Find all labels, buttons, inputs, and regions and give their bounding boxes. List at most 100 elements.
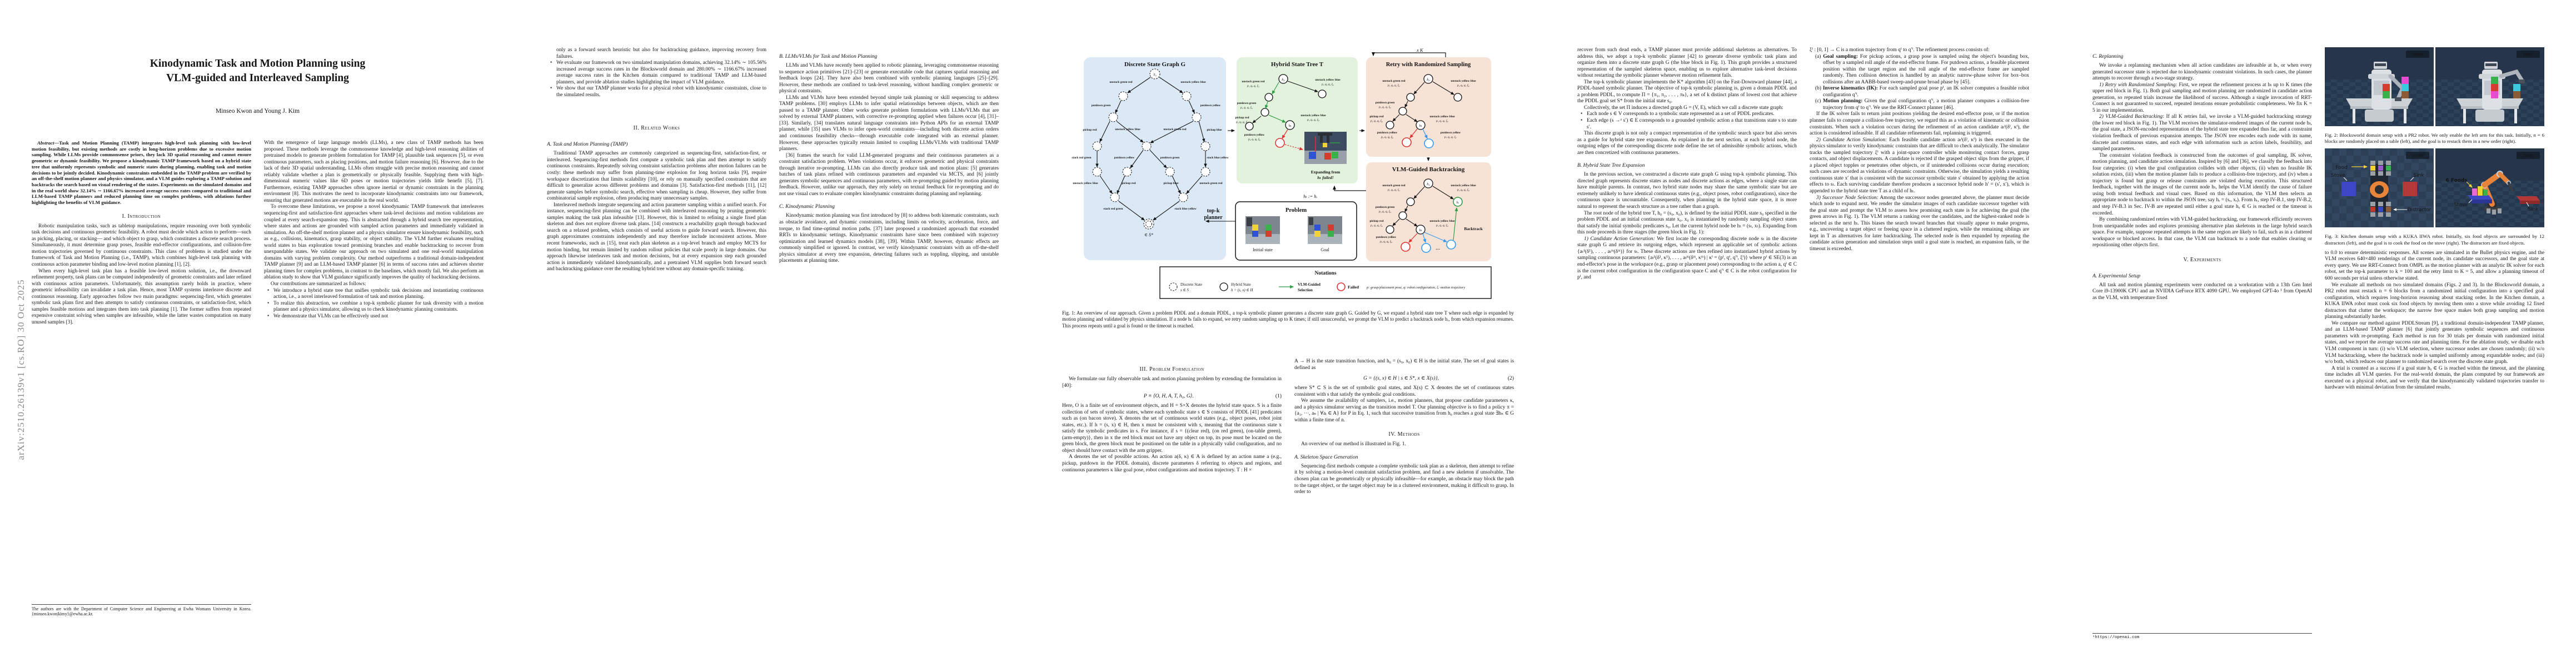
paragraph: 3) Successor Node Selection: Among the s… xyxy=(1810,195,2029,253)
stove-label: Stove xyxy=(2331,173,2345,178)
paragraph: This discrete graph is not only a compac… xyxy=(1577,131,1797,156)
section-heading: II. Related Works xyxy=(633,125,680,132)
svg-text:hₜ: hₜ xyxy=(1289,124,1292,128)
alpha-label: (b) xyxy=(1815,86,1821,92)
paragraph: Robotic manipulation tasks, such as tabl… xyxy=(32,223,251,268)
bullet-marker: • xyxy=(550,60,552,66)
paragraph-text: The constraint violation feedback is con… xyxy=(2092,152,2312,216)
bullet-text: Each node s ∈ V corresponds to a symboli… xyxy=(1587,111,1775,117)
blocksworld-final-image: final xyxy=(2435,47,2544,126)
paragraph-text: We assume the availability of samplers, … xyxy=(1294,398,1514,423)
paragraph-text: to 0.0 to ensure deterministic responses… xyxy=(2325,250,2544,281)
svg-text:Hybrid State: Hybrid State xyxy=(1231,282,1251,287)
svg-text:putdown yellow: putdown yellow xyxy=(1200,104,1221,107)
paragraph: Interleaved methods integrate sequencing… xyxy=(547,202,766,273)
bullet-list: • Each node s ∈ V corresponds to a symbol… xyxy=(1577,111,1797,131)
svg-text:unstack green red: unstack green red xyxy=(1199,182,1222,185)
paragraph-text: Traditional TAMP approaches are commonly… xyxy=(547,151,766,202)
bullet-list: •We introduce a hybrid state tree that u… xyxy=(264,288,484,320)
bullet-item: •We demonstrate that VLMs can be effecti… xyxy=(264,313,484,320)
subsection-heading: A. Skeleton Space Generation xyxy=(1294,454,1358,460)
paragraph-lead: 2) VLM-Guided Backtracking: xyxy=(2099,114,2165,120)
subsection-heading: B. Hybrid State Tree Expansion xyxy=(1577,162,1645,169)
bullet-item: • Each node s ∈ V corresponds to a symbol… xyxy=(1577,111,1797,118)
bullet-marker: • xyxy=(1581,118,1583,124)
figure-1: .dn{fill:#fff;stroke:#222;stroke-width:1… xyxy=(1062,47,1514,329)
bullet-text: We demonstrate that VLMs can be effectiv… xyxy=(273,313,388,319)
abstract-text: —Task and Motion Planning (TAMP) integra… xyxy=(32,140,251,206)
paragraph-text: where S* ⊂ S is the set of symbolic goal… xyxy=(1294,385,1514,397)
bullet-text: Each edge (s →ᵃ s′) ∈ E corresponds to a… xyxy=(1587,118,1797,130)
svg-text:putdown green: putdown green xyxy=(1160,156,1180,160)
svg-text:p₁ q₀ q₁ ξ₁: p₁ q₀ q₁ ξ₁ xyxy=(1387,83,1400,87)
bullet-marker: • xyxy=(1581,111,1583,117)
discrete-graph-edges xyxy=(1095,77,1207,221)
paragraph-text: In the previous section, we constructed … xyxy=(1577,172,1797,210)
paragraph: Here, O is a finite set of environment o… xyxy=(1062,403,1282,454)
svg-text:···: ··· xyxy=(1436,247,1440,252)
legend-notation-text: p: grasp/placement pose, q: robot config… xyxy=(1366,286,1465,290)
alpha-list: (a) Goal sampling: For pickup actions, a… xyxy=(1810,54,2029,112)
svg-text:pickup red: pickup red xyxy=(1083,128,1097,132)
svg-text:p₆ q₅ q₆ ξ₆: p₆ q₅ q₆ ξ₆ xyxy=(1381,135,1393,139)
svg-text:putdown yellow: putdown yellow xyxy=(1441,131,1461,135)
svg-text:unstack green red: unstack green red xyxy=(1382,79,1405,83)
footnote[interactable]: ¹https://openai.com xyxy=(2092,633,2312,641)
svg-text:s ∈ S: s ∈ S xyxy=(1180,288,1189,292)
bullet-marker: • xyxy=(267,287,270,293)
vlm-panel-title: VLM-Guided Backtracking xyxy=(1392,166,1465,173)
svg-text:Initial: Initial xyxy=(2411,153,2424,158)
paragraph: To overcome these limitations, we propos… xyxy=(264,204,484,281)
distractor-label: Distractor xyxy=(2408,207,2431,213)
hybrid-state-tree-panel: Hybrid State Tree T h₀ hₜ unstack green … xyxy=(1235,57,1358,183)
svg-text:pickup red: pickup red xyxy=(1370,115,1384,118)
svg-text:putdown yellow: putdown yellow xyxy=(1377,131,1398,135)
page1-right-column: With the emergence of large language mod… xyxy=(264,140,484,617)
svg-text:p₇ q₅ q₇ ξ₇: p₇ q₅ q₇ ξ₇ xyxy=(1444,135,1457,139)
svg-text:h₀: h₀ xyxy=(1427,78,1429,82)
topk-label: top-k xyxy=(1207,208,1220,214)
page5-right-column: Initial final Fig. xyxy=(2325,47,2544,641)
bullet-item: •We introduce a hybrid state tree that u… xyxy=(264,288,484,301)
paragraph-text: [36] frames the search for valid LLM-gen… xyxy=(779,152,999,197)
svg-text:h₀: h₀ xyxy=(1282,78,1284,82)
paragraph-text: Kinodynamic motion planning was first in… xyxy=(779,213,999,264)
vlm-backtracking-panel: VLM-Guided Backtracking h₀ hᵣ hₜ unstack… xyxy=(1366,162,1491,261)
bullet-item: •To realize this abstraction, we combine… xyxy=(264,301,484,313)
paragraph-text: recover from such dead ends, a TAMP plan… xyxy=(1577,47,1797,79)
paragraph-text: A trial is counted as a success if a goa… xyxy=(2325,365,2544,391)
svg-text:stack blue yellow: stack blue yellow xyxy=(1174,207,1196,211)
page3-right-column: A → H is the state transition function, … xyxy=(1294,359,1514,639)
paragraph: ξⁱ : [0, 1] → C is a motion trajectory f… xyxy=(1810,47,2029,54)
paper-title: Kinodynamic Task and Motion Planning usi… xyxy=(22,57,493,86)
svg-text:Initial state: Initial state xyxy=(1253,247,1273,252)
alpha-item: (a) Goal sampling: For pickup actions, a… xyxy=(1810,54,2029,86)
paragraph-text: ξⁱ : [0, 1] → C is a motion trajectory f… xyxy=(1810,47,1990,53)
bullet-text: We evaluate our framework on two simulat… xyxy=(556,60,766,85)
paragraph-lead: 3) Successor Node Selection: xyxy=(1816,195,1879,201)
paragraph-text: Collectively, the set Π induces a direct… xyxy=(1584,104,1783,111)
paragraph-text: Sequencing-first methods compute a compl… xyxy=(1294,463,1514,495)
equation-body: P ≡ ⟨O, H, A, T, h₀, G⟩. xyxy=(1143,393,1194,400)
sink-label-2: Sink xyxy=(2528,207,2539,212)
svg-text:p₆ q₅ q₆ ξ₆: p₆ q₅ q₆ ξ₆ xyxy=(1248,137,1260,141)
svg-text:unstack green red: unstack green red xyxy=(1163,128,1186,131)
paragraph: All task and motion planning experiments… xyxy=(2092,282,2312,302)
alpha-bold: Motion planning: xyxy=(1822,98,1863,104)
subsection-heading: A. Task and Motion Planning (TAMP) xyxy=(547,141,628,148)
paragraph: 2) Candidate Action Simulation: Each fea… xyxy=(1810,137,2029,195)
page1-left-column: Abstract—Task and Motion Planning (TAMP)… xyxy=(32,140,251,617)
alpha-text: Given the goal configuration q′ⁱ, a moti… xyxy=(1823,98,2029,111)
paragraph-text: Here, O is a finite set of environment o… xyxy=(1062,403,1282,454)
bullet-marker: • xyxy=(267,300,270,306)
svg-text:hₜ: hₜ xyxy=(1419,124,1422,128)
paragraph-text: Robotic manipulation tasks, such as tabl… xyxy=(32,223,251,268)
subsection-heading: C. Kinodynamic Planning xyxy=(779,203,835,210)
paragraph-text: An overview of our method is illustrated… xyxy=(1301,441,1406,447)
sink-label: Sink xyxy=(2413,173,2424,178)
paragraph-text: Each feasible candidate action aₜⁱ(δⁱ, κ… xyxy=(1810,137,2029,195)
paragraph: Kinodynamic motion planning was first in… xyxy=(779,213,999,264)
page-3: .dn{fill:#fff;stroke:#222;stroke-width:1… xyxy=(1030,0,1546,667)
paragraph: An overview of our method is illustrated… xyxy=(1294,441,1514,448)
paragraph-text: We formulate our fully observable task a… xyxy=(1062,376,1282,389)
